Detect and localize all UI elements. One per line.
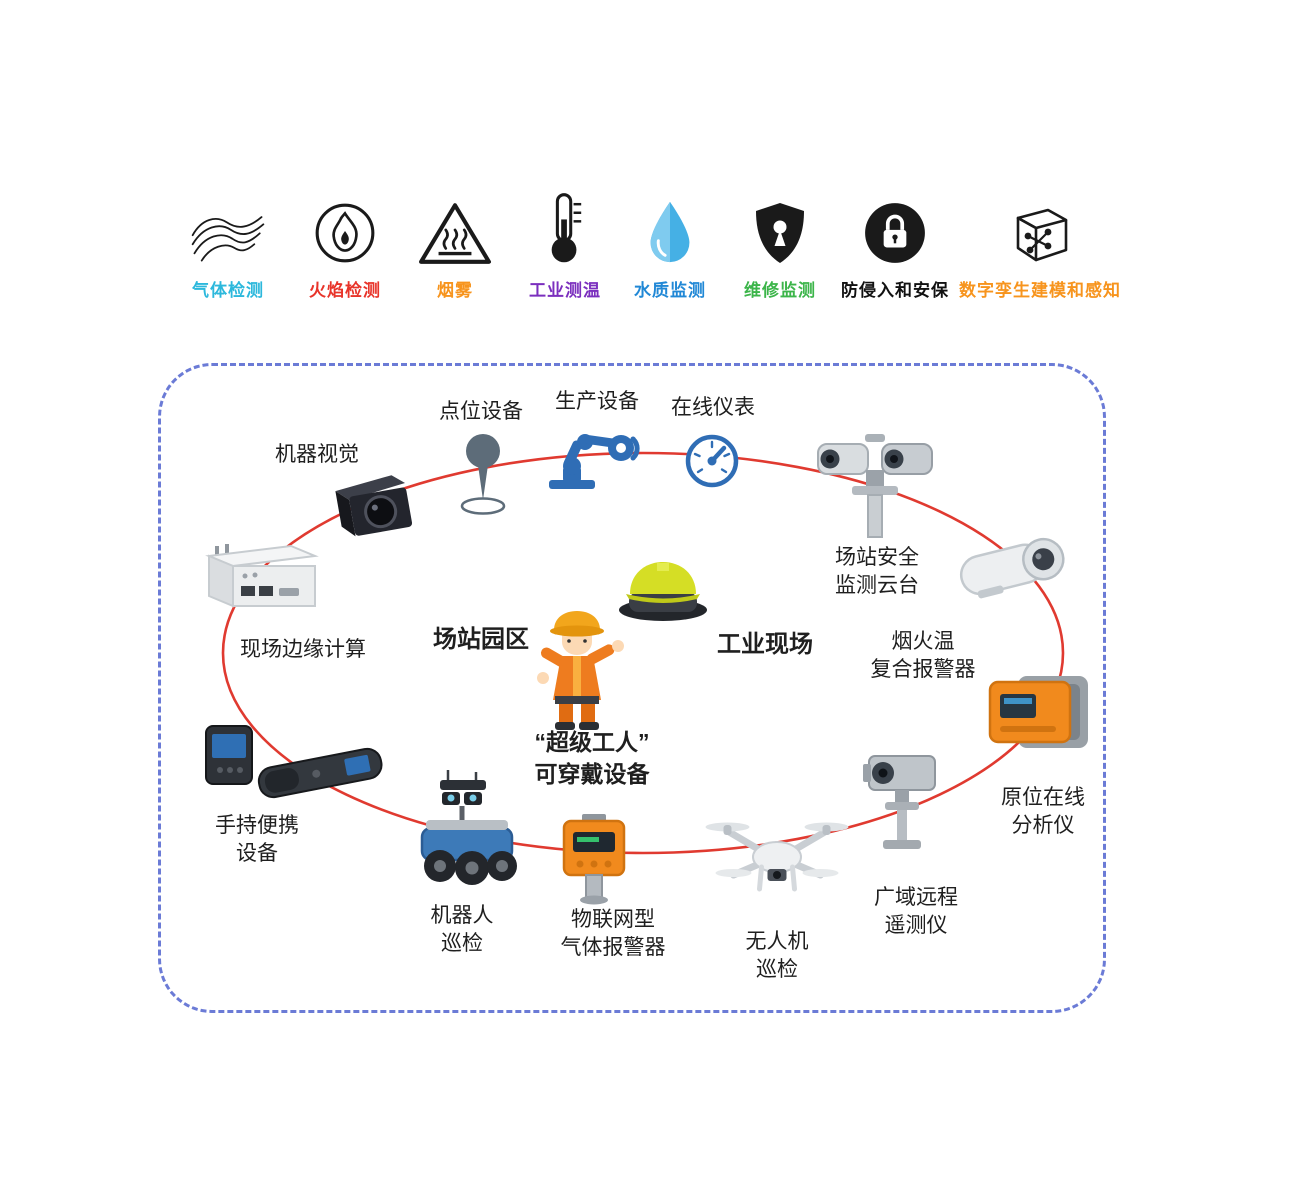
drone-label: 无人机 巡检 <box>745 930 809 982</box>
flame-icon <box>309 186 381 266</box>
insitu-analyzer-icon <box>984 670 1096 758</box>
legend-water-quality: 水质监测 <box>634 186 706 301</box>
handheld-devices-label: 手持便携 设备 <box>215 814 299 866</box>
production-equipment-icon <box>543 420 651 492</box>
legend-digital-twin: 数字孪生建模和感知 <box>959 186 1121 301</box>
edge-computing-label: 现场边缘计算 <box>240 638 366 661</box>
machine-vision-icon <box>322 463 422 543</box>
legend-label: 工业测温 <box>529 281 601 300</box>
point-device-label: 点位设备 <box>439 400 523 423</box>
dashed-boundary <box>158 363 1106 1013</box>
digital-twin-cube-icon <box>959 186 1121 266</box>
legend-label: 数字孪生建模和感知 <box>959 281 1121 300</box>
lock-circle-icon <box>841 186 949 266</box>
insitu-analyzer-label: 原位在线 分析仪 <box>1001 786 1085 838</box>
edge-computing-icon <box>195 534 321 616</box>
legend-anti-intrusion-security: 防侵入和安保 <box>841 186 949 301</box>
iot-gas-alarm-label: 物联网型 气体报警器 <box>560 908 666 960</box>
legend-industrial-temperature: 工业测温 <box>529 186 601 301</box>
production-equipment-label: 生产设备 <box>555 390 639 413</box>
legend-label: 火焰检测 <box>309 281 381 300</box>
online-meter-label: 在线仪表 <box>671 396 755 419</box>
legend-flame-detection: 火焰检测 <box>309 186 381 301</box>
online-meter-icon <box>683 432 741 490</box>
legend-label: 维修监测 <box>744 281 816 300</box>
wide-area-telemetry-label: 广域远程 遥测仪 <box>874 886 958 938</box>
iot-gas-alarm-icon <box>558 812 630 906</box>
super-worker-icon <box>521 604 633 732</box>
machine-vision-label: 机器视觉 <box>275 443 359 466</box>
legend-label: 水质监测 <box>634 281 706 300</box>
handheld-devices-icon <box>200 712 390 807</box>
smoke-warning-triangle-icon <box>418 186 492 266</box>
drone-icon <box>700 805 855 905</box>
wide-area-telemetry-icon <box>855 750 951 858</box>
robot-patrol-icon <box>402 768 530 896</box>
zone-industrial-site-title: 工业现场 <box>717 631 813 658</box>
station-ptz-icon <box>810 430 940 542</box>
gas-waves-icon <box>185 186 271 266</box>
fire-temp-alarm-icon <box>952 522 1072 610</box>
legend-label: 烟雾 <box>437 281 473 300</box>
super-worker-wearable-label: “超级工人” 可穿戴设备 <box>534 729 650 788</box>
zone-station-campus-title: 场站园区 <box>433 626 529 653</box>
legend-label: 气体检测 <box>192 281 264 300</box>
fire-temp-alarm-label: 烟火温 复合报警器 <box>870 630 976 682</box>
water-drop-icon <box>634 186 706 266</box>
legend-maintenance-monitoring: 维修监测 <box>744 186 816 301</box>
legend-gas-detection: 气体检测 <box>185 186 271 301</box>
point-device-icon <box>454 430 512 518</box>
legend-label: 防侵入和安保 <box>841 281 949 300</box>
station-ptz-label: 场站安全 监测云台 <box>835 546 919 598</box>
shield-keyhole-icon <box>744 186 816 266</box>
thermometer-icon <box>529 186 601 266</box>
smart-helmet-icon <box>613 552 713 624</box>
robot-patrol-label: 机器人 巡检 <box>430 904 494 956</box>
legend-smoke: 烟雾 <box>418 186 492 301</box>
